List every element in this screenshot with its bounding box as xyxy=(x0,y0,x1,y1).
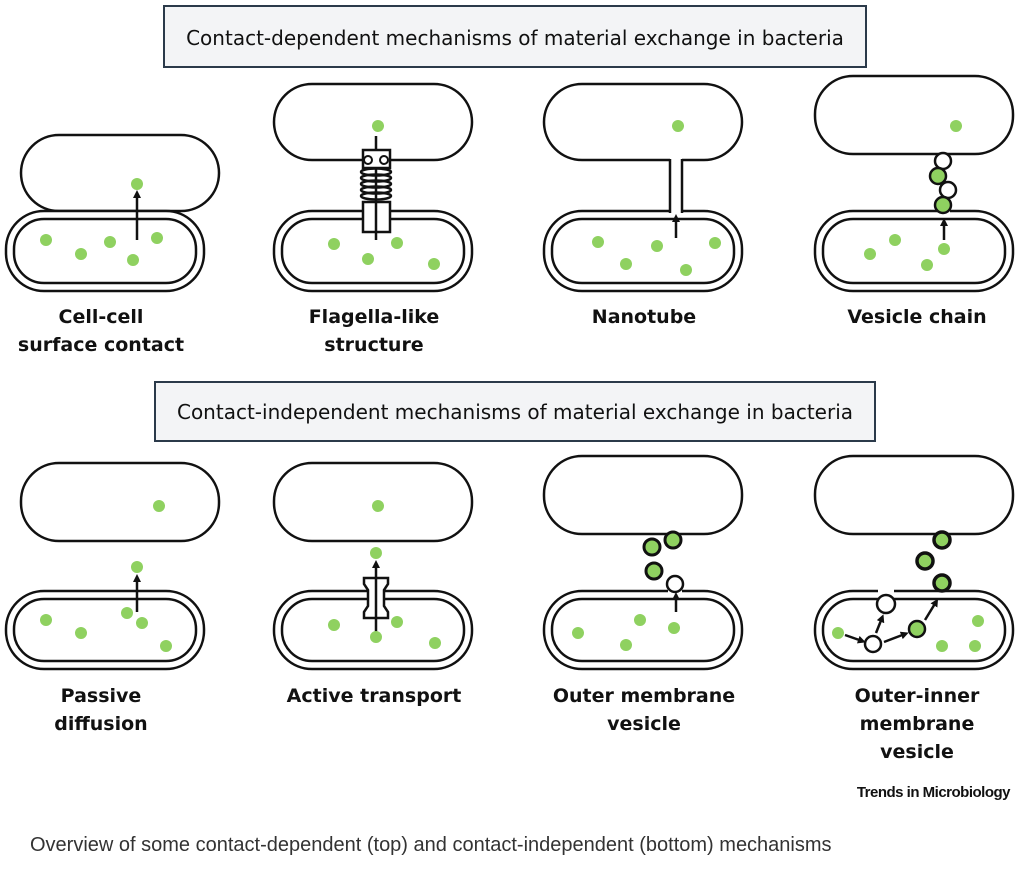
label-flagella-line2: structure xyxy=(324,334,423,356)
recipient-cell xyxy=(272,82,474,162)
banner-top: Contact-dependent mechanisms of material… xyxy=(163,5,867,68)
flagella-apparatus xyxy=(361,136,392,240)
transfer-arrows xyxy=(844,598,939,644)
molecules xyxy=(328,500,441,649)
molecules xyxy=(864,120,962,271)
molecules xyxy=(592,120,721,276)
banner-bottom: Contact-independent mechanisms of materi… xyxy=(154,381,876,442)
vesicle-chain xyxy=(928,151,958,215)
recipient-cell xyxy=(813,454,1015,536)
panel-vesicle-chain xyxy=(813,74,1015,293)
label-vesicle-chain: Vesicle chain xyxy=(847,306,986,328)
label-active-transport: Active transport xyxy=(287,685,462,707)
figure-caption: Overview of some contact-dependent (top)… xyxy=(30,834,832,856)
label-omv-line2: vesicle xyxy=(607,713,681,735)
vesicles xyxy=(642,530,685,594)
label-passive-line2: diffusion xyxy=(54,713,147,735)
bottom-labels: Passive diffusion Active transport Outer… xyxy=(54,685,980,763)
label-cell-cell-line1: Cell-cell xyxy=(59,306,144,328)
molecules xyxy=(328,120,440,270)
nanotube xyxy=(670,157,682,215)
label-oimv-line2: membrane xyxy=(860,713,975,735)
flagella-coil xyxy=(359,167,393,201)
label-passive-line1: Passive xyxy=(61,685,142,707)
banner-bottom-text: Contact-independent mechanisms of materi… xyxy=(177,400,853,424)
donor-cell-inner-membrane xyxy=(550,597,736,663)
molecules xyxy=(572,614,680,651)
label-cell-cell-line2: surface contact xyxy=(18,334,184,356)
label-oimv-line1: Outer-inner xyxy=(855,685,980,707)
molecules xyxy=(40,178,163,266)
panel-nanotube xyxy=(542,82,744,293)
panel-outer-membrane-vesicle xyxy=(542,454,744,671)
label-flagella-line1: Flagella-like xyxy=(309,306,440,328)
label-omv-line1: Outer membrane xyxy=(553,685,735,707)
recipient-cell xyxy=(813,74,1015,156)
panel-flagella-like xyxy=(272,82,474,293)
donor-cell-inner-membrane xyxy=(12,597,198,663)
recipient-cell xyxy=(542,82,744,162)
top-labels: Cell-cell surface contact Flagella-like … xyxy=(18,306,987,356)
donor-cell-inner-membrane xyxy=(550,217,736,285)
panel-cell-cell-contact xyxy=(4,133,221,293)
recipient-cell xyxy=(272,461,474,543)
label-nanotube: Nanotube xyxy=(592,306,696,328)
credit-text: Trends in Microbiology xyxy=(857,784,1011,801)
donor-cell-inner-membrane xyxy=(12,217,198,285)
molecules xyxy=(832,615,984,652)
panel-outer-inner-membrane-vesicle xyxy=(813,454,1015,671)
panel-active-transport xyxy=(272,461,474,671)
molecules xyxy=(40,500,172,652)
banner-top-text: Contact-dependent mechanisms of material… xyxy=(186,26,844,50)
vesicles xyxy=(863,530,952,654)
recipient-cell xyxy=(19,461,221,543)
recipient-cell xyxy=(19,133,221,213)
label-oimv-line3: vesicle xyxy=(880,741,954,763)
donor-cell-inner-membrane xyxy=(821,217,1007,285)
recipient-cell xyxy=(542,454,744,536)
panel-passive-diffusion xyxy=(4,461,221,671)
